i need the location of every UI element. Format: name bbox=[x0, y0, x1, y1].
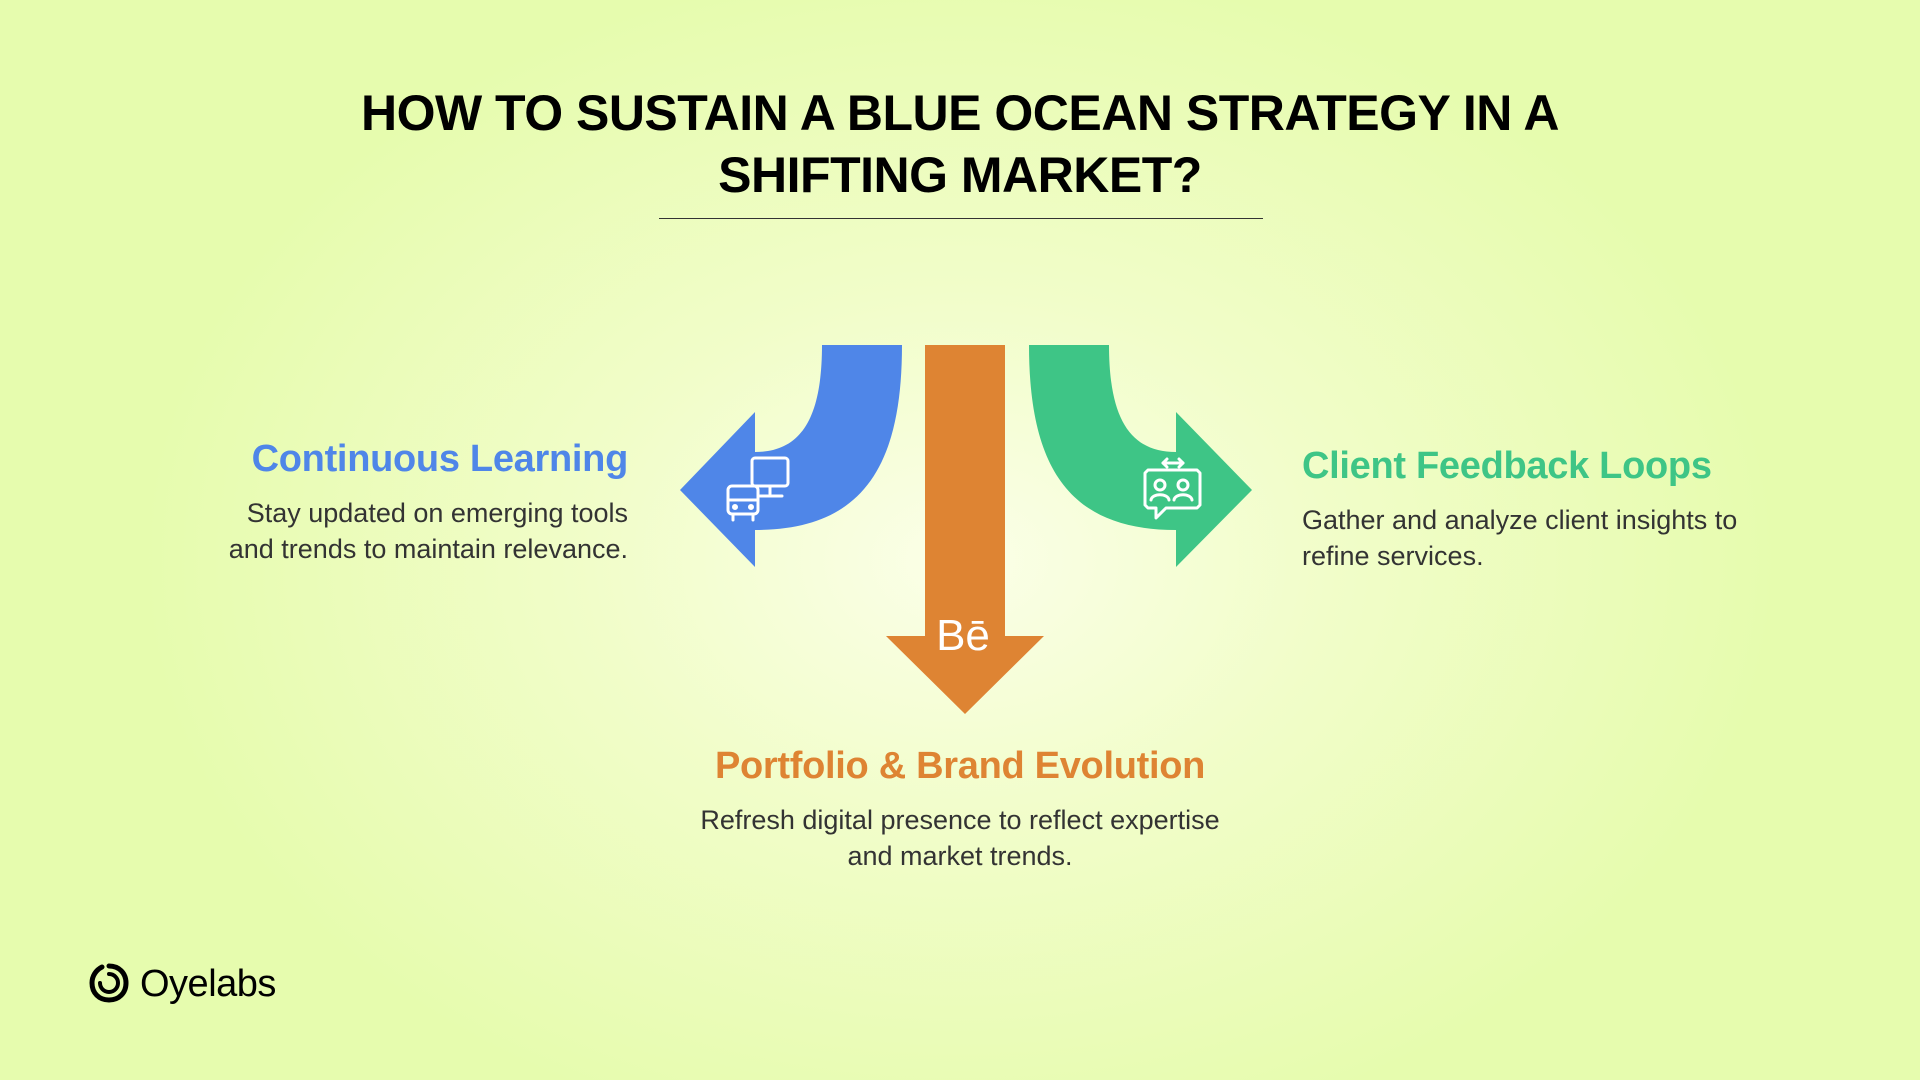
item-client-feedback-loops: Client Feedback Loops Gather and analyze… bbox=[1302, 444, 1742, 574]
feedback-chat-icon bbox=[1143, 457, 1202, 520]
title-line-1: HOW TO SUSTAIN A BLUE OCEAN STRATEGY IN … bbox=[360, 85, 1560, 141]
brand-logo: Oyelabs bbox=[88, 962, 276, 1006]
title-line-2: SHIFTING MARKET? bbox=[718, 147, 1202, 203]
item-portfolio-brand-evolution: Portfolio & Brand Evolution Refresh digi… bbox=[700, 744, 1220, 874]
item-description: Gather and analyze client insights to re… bbox=[1302, 505, 1738, 571]
item-continuous-learning: Continuous Learning Stay updated on emer… bbox=[208, 437, 629, 567]
arrow-portfolio-brand bbox=[886, 345, 1044, 714]
arrow-client-feedback bbox=[1029, 345, 1252, 567]
brand-name: Oyelabs bbox=[140, 962, 276, 1005]
item-heading: Continuous Learning bbox=[251, 438, 629, 480]
item-description: Refresh digital presence to reflect expe… bbox=[700, 805, 1220, 871]
item-heading: Portfolio & Brand Evolution bbox=[714, 745, 1206, 787]
arrow-continuous-learning bbox=[680, 345, 902, 567]
oyelabs-logo-icon bbox=[89, 963, 129, 1003]
title-underline bbox=[659, 218, 1263, 219]
page-title: HOW TO SUSTAIN A BLUE OCEAN STRATEGY IN … bbox=[0, 82, 1920, 206]
item-heading: Client Feedback Loops bbox=[1302, 445, 1712, 487]
learning-devices-icon bbox=[726, 456, 790, 522]
item-description: Stay updated on emerging tools and trend… bbox=[228, 498, 628, 564]
behance-icon: Bē bbox=[936, 611, 990, 660]
